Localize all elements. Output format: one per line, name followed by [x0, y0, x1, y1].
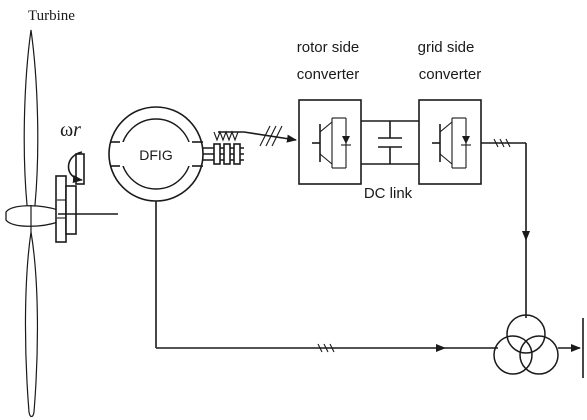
- grid-side-converter: [418, 99, 482, 185]
- dc-link: [361, 120, 419, 165]
- grid-converter-output-line: [481, 138, 530, 318]
- rotor-side-converter: [298, 99, 362, 185]
- grid-converter-label-1: grid side: [418, 39, 475, 56]
- turbine-blade-icon: [5, 29, 59, 418]
- rotor-subscript: r: [73, 119, 81, 141]
- rotor-converter-label-2: converter: [297, 66, 360, 83]
- rotor-converter-label-1: rotor side: [297, 39, 360, 56]
- rotor-speed-arrow: [67, 151, 83, 183]
- rotor-speed-label: ωr: [60, 119, 81, 141]
- igbt-diode-icon: [432, 117, 471, 169]
- generator-label: DFIG: [139, 147, 172, 163]
- dc-link-label: DC link: [364, 185, 413, 202]
- stator-line: [155, 201, 498, 353]
- rotor-cable: [218, 125, 297, 147]
- omega-symbol: ω: [60, 119, 73, 141]
- igbt-diode-icon: [312, 117, 351, 169]
- gearbox-icon: [55, 153, 118, 243]
- capacitor-icon: [378, 121, 402, 164]
- turbine-label: Turbine: [28, 8, 75, 24]
- generator-ring-icon: [108, 106, 204, 202]
- slip-ring-icon: [213, 130, 241, 165]
- three-winding-transformer-icon: [493, 314, 559, 375]
- grid-output-line: [558, 318, 584, 378]
- grid-converter-label-2: converter: [419, 66, 482, 83]
